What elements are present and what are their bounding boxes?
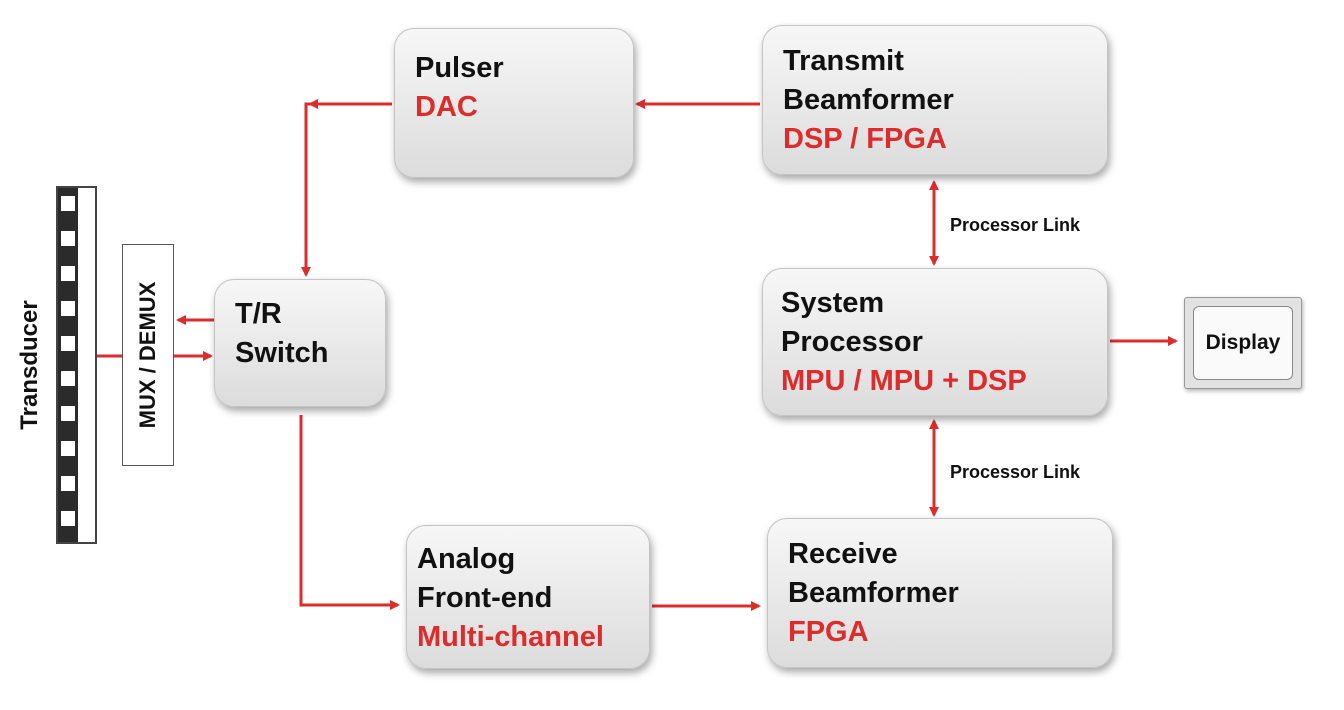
analog-front-end-block: Analog Front-end Multi-channel <box>406 525 650 669</box>
processor-link-label-bottom: Processor Link <box>950 462 1081 482</box>
transducer-element <box>61 476 75 491</box>
transducer-element <box>61 371 75 386</box>
analog-front-end-title-2: Front-end <box>417 582 553 614</box>
pulser-title: Pulser <box>415 52 504 84</box>
tr-switch-block: T/R Switch <box>214 279 386 407</box>
transducer-element <box>61 196 75 211</box>
pulser-tech: DAC <box>415 91 478 123</box>
processor-link-label-top: Processor Link <box>950 215 1081 235</box>
transmit-beamformer-title-2: Beamformer <box>783 84 954 116</box>
system-processor-tech: MPU / MPU + DSP <box>781 365 1027 397</box>
tr-switch-title-1: T/R <box>235 298 282 330</box>
transducer-element <box>61 336 75 351</box>
transducer-element <box>61 231 75 246</box>
pulser-block: Pulser DAC <box>394 28 634 178</box>
analog-front-end-title-1: Analog <box>417 543 516 575</box>
display-screen: Display <box>1193 306 1293 380</box>
receive-beamformer-block: Receive Beamformer FPGA <box>767 518 1113 668</box>
transmit-beamformer-tech: DSP / FPGA <box>783 123 947 155</box>
mux-demux-block: MUX / DEMUX <box>122 244 174 466</box>
system-processor-title-2: Processor <box>781 326 923 358</box>
receive-beamformer-title-1: Receive <box>788 538 898 570</box>
receive-beamformer-title-2: Beamformer <box>788 577 959 609</box>
receive-beamformer-tech: FPGA <box>788 616 869 648</box>
arrow-pulser-to-tr-switch <box>301 102 392 277</box>
analog-front-end-tech: Multi-channel <box>417 621 604 653</box>
transducer-element <box>61 406 75 421</box>
transducer-array-icon <box>56 186 97 544</box>
transmit-beamformer-block: Transmit Beamformer DSP / FPGA <box>762 25 1108 175</box>
mux-demux-label: MUX / DEMUX <box>135 281 160 429</box>
transducer-element <box>61 441 75 456</box>
transmit-beamformer-title-1: Transmit <box>783 45 904 77</box>
display-monitor-icon: Display <box>1184 297 1302 389</box>
system-processor-block: System Processor MPU / MPU + DSP <box>762 268 1108 416</box>
arrow-tr-switch-to-afe <box>299 415 400 610</box>
transducer-element <box>61 511 75 526</box>
transducer-element <box>61 266 75 281</box>
system-processor-title-1: System <box>781 287 885 319</box>
transducer-label: Transducer <box>16 300 43 430</box>
tr-switch-title-2: Switch <box>235 337 329 369</box>
display-label: Display <box>1205 331 1281 354</box>
transducer-element <box>61 301 75 316</box>
